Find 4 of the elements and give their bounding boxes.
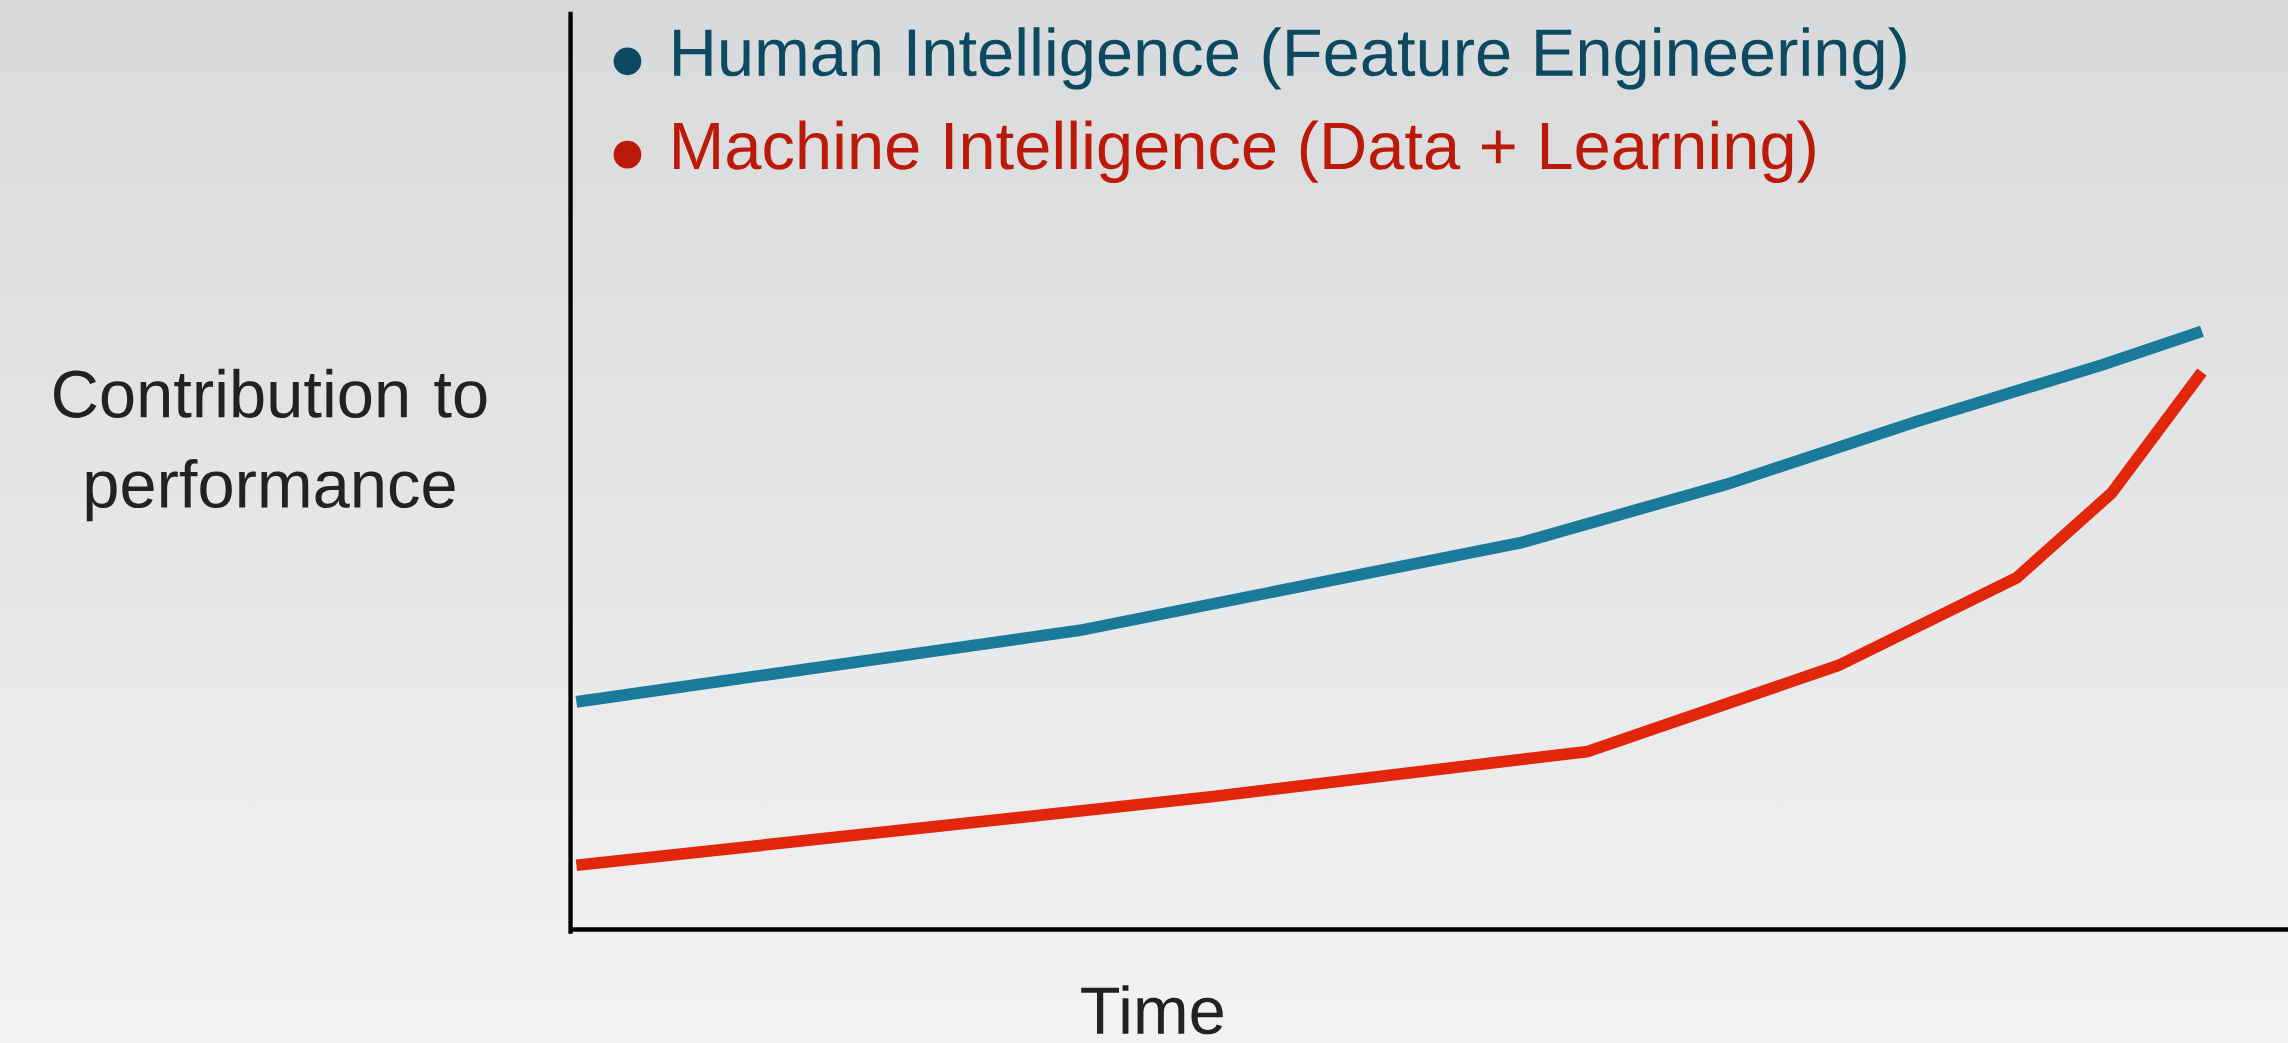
axis-title: Contribution to performance — [54, 368, 487, 522]
axis-title: Time — [1081, 985, 1223, 1035]
legend-text: Machine Intelligence (Data + Learning) — [674, 120, 1815, 183]
legend-text: Human Intelligence (Feature Engineering) — [674, 27, 1906, 90]
